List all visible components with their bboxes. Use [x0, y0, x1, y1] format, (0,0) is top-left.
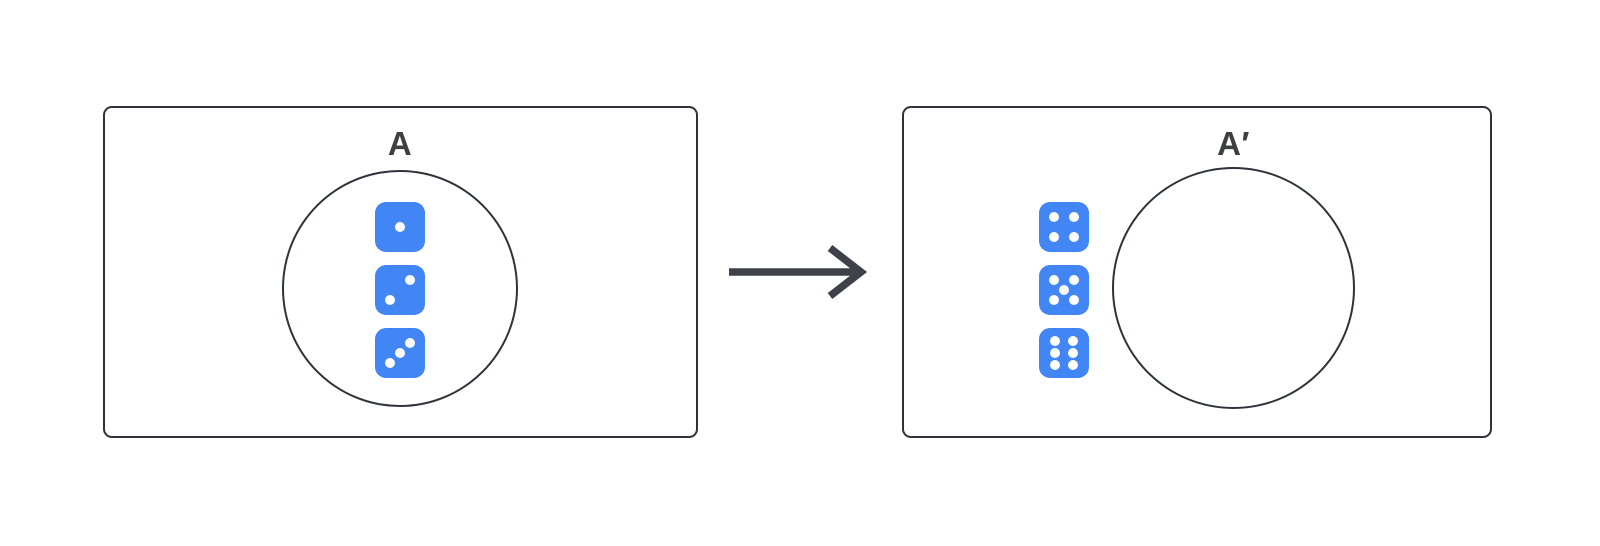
die-pip [385, 295, 395, 305]
die-pip [385, 358, 395, 368]
die-five-icon [1039, 265, 1089, 315]
right-arrow-icon [726, 243, 871, 301]
die-pip [1049, 212, 1059, 222]
set-a-circle [282, 170, 518, 407]
die-pip [1069, 295, 1079, 305]
die-pip [1050, 336, 1060, 346]
die-pip [1068, 348, 1078, 358]
die-pip [1059, 285, 1069, 295]
die-four-icon [1039, 202, 1089, 252]
die-pip [1069, 275, 1079, 285]
die-pip [405, 338, 415, 348]
die-pip [1050, 360, 1060, 370]
die-pip [405, 275, 415, 285]
die-six-icon [1039, 328, 1089, 378]
dice-group-inside-a [375, 202, 425, 378]
die-pip [1049, 295, 1059, 305]
die-pip [395, 222, 405, 232]
die-pip [395, 348, 405, 358]
die-pip [1068, 360, 1078, 370]
die-pip [1050, 348, 1060, 358]
die-three-icon [375, 328, 425, 378]
die-pip [1069, 232, 1079, 242]
dice-group-outside-a-prime [1039, 202, 1089, 378]
die-one-icon [375, 202, 425, 252]
set-a-prime-label: A′ [1217, 125, 1250, 162]
die-pip [1069, 212, 1079, 222]
die-two-icon [375, 265, 425, 315]
set-a-prime-circle [1112, 167, 1355, 409]
die-pip [1049, 232, 1059, 242]
set-a-label: A [387, 125, 413, 162]
die-pip [1068, 336, 1078, 346]
die-pip [1049, 275, 1059, 285]
